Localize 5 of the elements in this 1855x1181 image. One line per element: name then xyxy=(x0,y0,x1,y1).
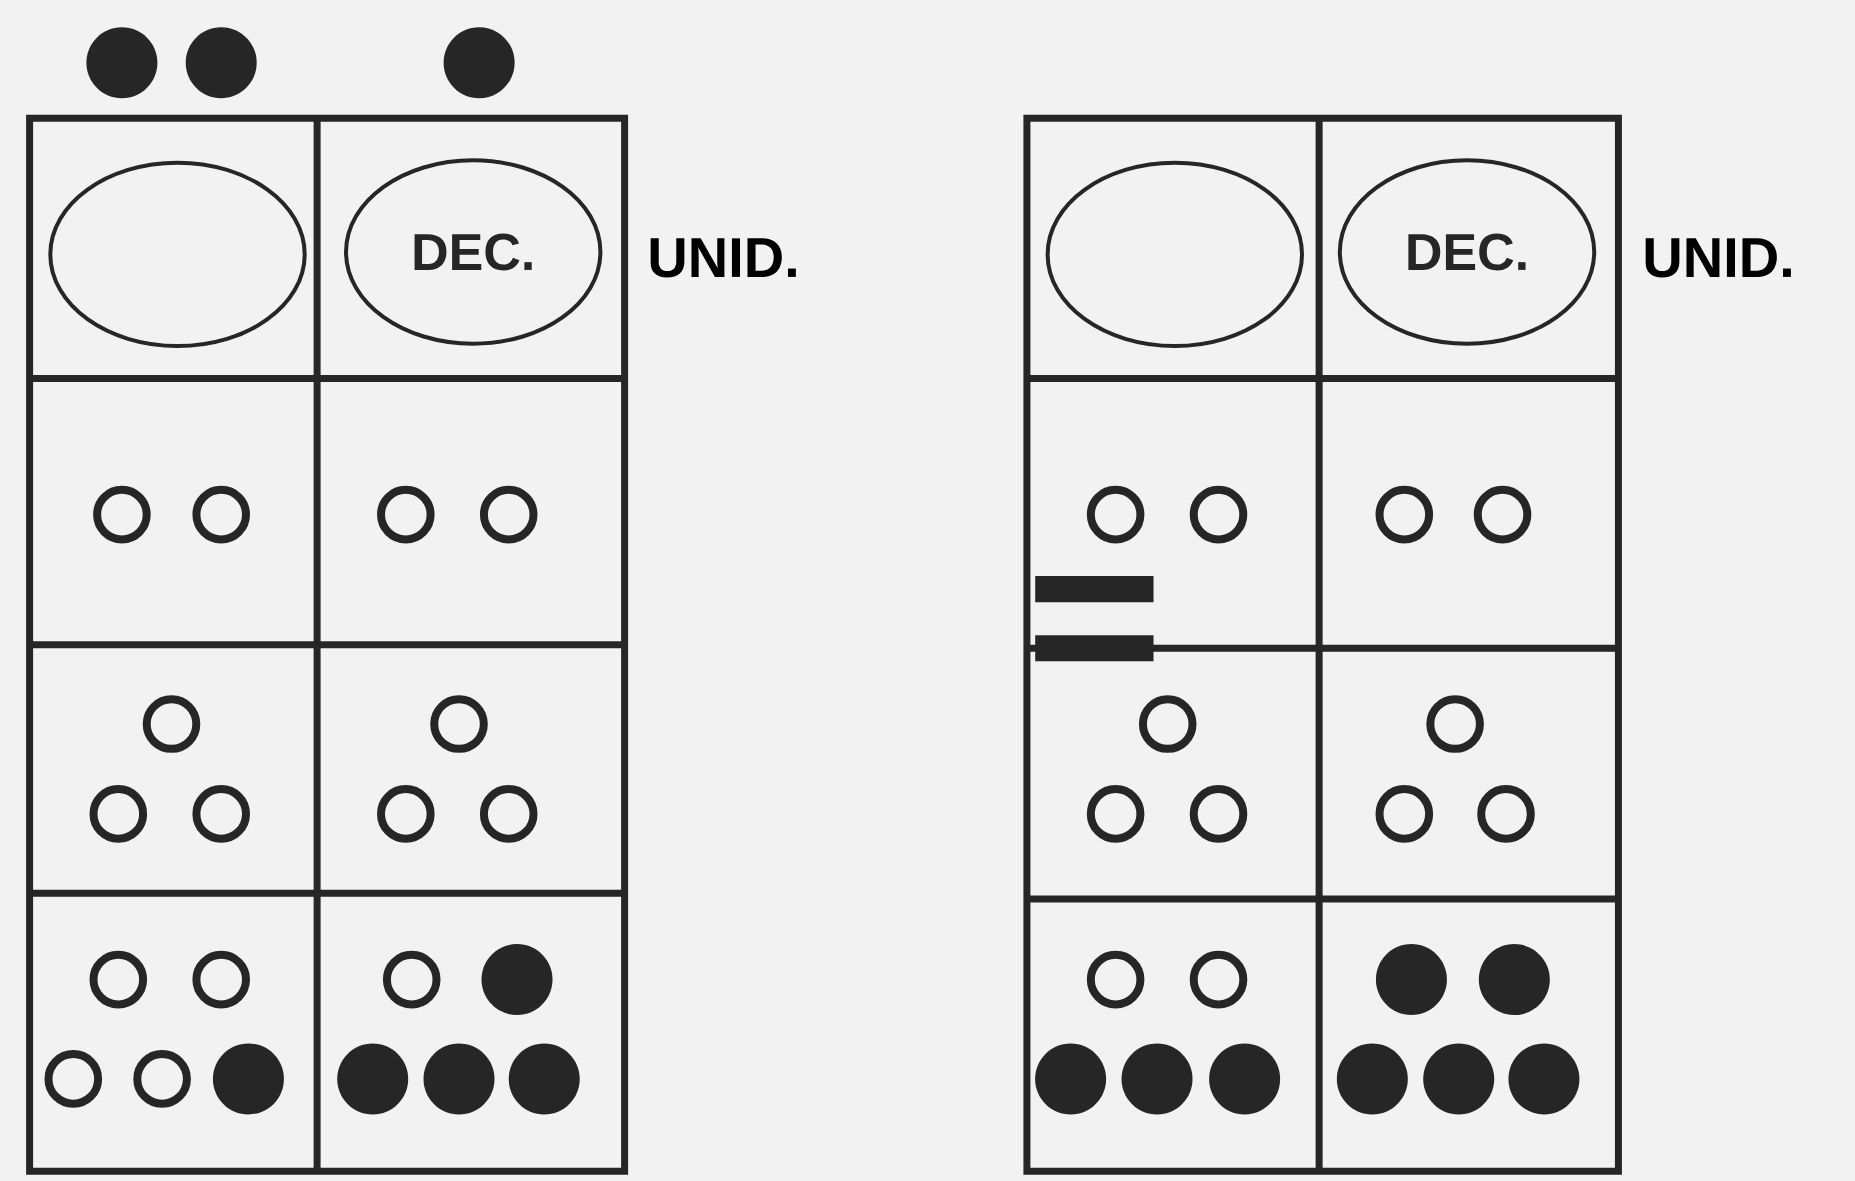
ellipse-label: DEC. xyxy=(344,158,603,346)
empty-ellipse xyxy=(48,160,307,349)
ellipse-label: DEC. xyxy=(1337,158,1597,346)
place-label: UNID. xyxy=(1645,238,1791,278)
empty-ellipse xyxy=(1045,160,1304,349)
